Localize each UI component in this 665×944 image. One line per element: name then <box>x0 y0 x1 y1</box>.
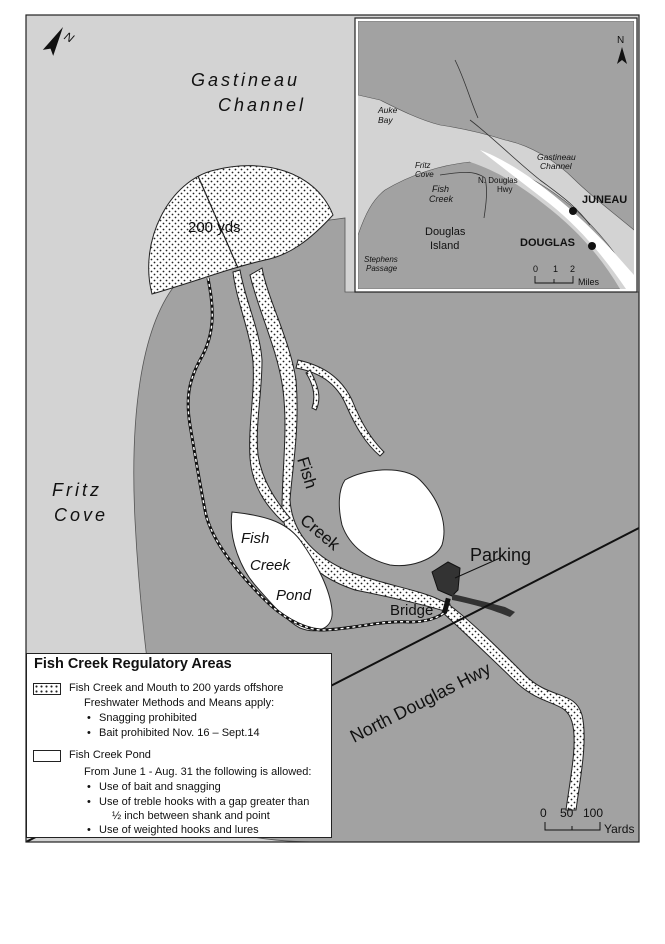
legend-item1-bullet1: Snagging prohibited <box>87 712 197 724</box>
bridge-label: Bridge <box>390 602 433 619</box>
fish-creek-branch-small <box>305 369 320 411</box>
legend-box: Fish Creek Regulatory Areas Fish Creek a… <box>26 653 332 838</box>
legend-item1-heading: Fish Creek and Mouth to 200 yards offsho… <box>69 682 284 694</box>
douglas-marker <box>588 242 596 250</box>
fritz-cove-label-1: Fritz <box>52 480 102 500</box>
svg-text:N: N <box>617 35 624 46</box>
fritz-cove-label-2: Cove <box>54 505 108 525</box>
inset-gastineau-1: Gastineau <box>537 152 576 162</box>
200-yd-line <box>197 175 239 269</box>
inset-scale-2: 2 <box>570 264 575 274</box>
bridge-icon <box>441 597 451 614</box>
main-scale-bar: 0 50 100 Yards <box>540 806 634 836</box>
parking-lot <box>431 561 461 597</box>
gastineau-label-1: Gastineau <box>191 70 300 90</box>
scale-tick-50: 50 <box>560 806 574 820</box>
legend-item2-bullet2: Use of treble hooks with a gap greater t… <box>87 796 309 808</box>
inset-fritz-1: Fritz <box>415 161 431 170</box>
inset-fritz-2: Cove <box>415 170 434 179</box>
inset-juneau: JUNEAU <box>582 194 627 206</box>
legend-swatch-dotted <box>33 683 61 695</box>
fish-creek-pond <box>230 511 333 632</box>
upper-pond <box>338 469 445 567</box>
inset-scale-0: 0 <box>533 264 538 274</box>
legend-item1-bullet2: Bait prohibited Nov. 16 – Sept.14 <box>87 727 260 739</box>
legend-item2-bullet1: Use of bait and snagging <box>87 781 221 793</box>
inset-scale-unit: Miles <box>578 277 600 287</box>
inset-stephens-2: Passage <box>366 264 398 273</box>
legend-item2-bullet3: Use of weighted hooks and lures <box>87 824 259 836</box>
legend-swatch-white <box>33 750 61 762</box>
fish-creek-branch-east <box>295 359 385 457</box>
inset-island-1: Douglas <box>425 226 466 238</box>
scale-tick-100: 100 <box>583 806 603 820</box>
legend-title: Fish Creek Regulatory Areas <box>34 656 232 672</box>
legend-item2-heading: Fish Creek Pond <box>69 749 151 761</box>
fish-creek-channel-west <box>232 269 291 523</box>
mouth-regulatory-zone <box>148 165 334 295</box>
parking-access-road <box>452 594 515 617</box>
inset-hwy-1: N. Douglas <box>478 176 518 185</box>
gastineau-label-2: Channel <box>218 95 306 115</box>
pond-label-2: Creek <box>250 557 292 574</box>
inset-auke-2: Bay <box>378 115 393 125</box>
inset-douglas: DOUGLAS <box>520 237 575 249</box>
legend-item2-subheading: From June 1 - Aug. 31 the following is a… <box>84 766 312 778</box>
inset-stephens-1: Stephens <box>364 255 398 264</box>
pond-label-1: Fish <box>241 530 269 547</box>
fish-creek-upstream <box>441 603 585 811</box>
parking-label: Parking <box>470 545 531 565</box>
pond-label-3: Pond <box>276 587 312 604</box>
scale-tick-0: 0 <box>540 806 547 820</box>
inset-hwy-2: Hwy <box>497 185 513 194</box>
scale-unit: Yards <box>604 822 634 836</box>
inset-fish-1: Fish <box>432 184 449 194</box>
inset-scale-1: 1 <box>553 264 558 274</box>
inset-island-2: Island <box>430 240 459 252</box>
distance-label: 200 yds <box>188 219 241 236</box>
juneau-marker <box>569 207 577 215</box>
inset-fish-2: Creek <box>429 194 454 204</box>
map-frame <box>25 14 640 843</box>
trail <box>186 277 449 632</box>
parking-leader <box>454 557 501 579</box>
legend-item2-bullet2-cont: ½ inch between shank and point <box>112 810 270 822</box>
inset-gastineau-2: Channel <box>540 161 573 171</box>
inset-north-arrow-icon: N <box>617 35 627 64</box>
inset-map: Auke Bay Fritz Cove Fish Creek N. Dougla… <box>354 17 638 293</box>
legend-item1-subheading: Freshwater Methods and Means apply: <box>84 697 275 709</box>
inset-auke-1: Auke <box>377 105 398 115</box>
